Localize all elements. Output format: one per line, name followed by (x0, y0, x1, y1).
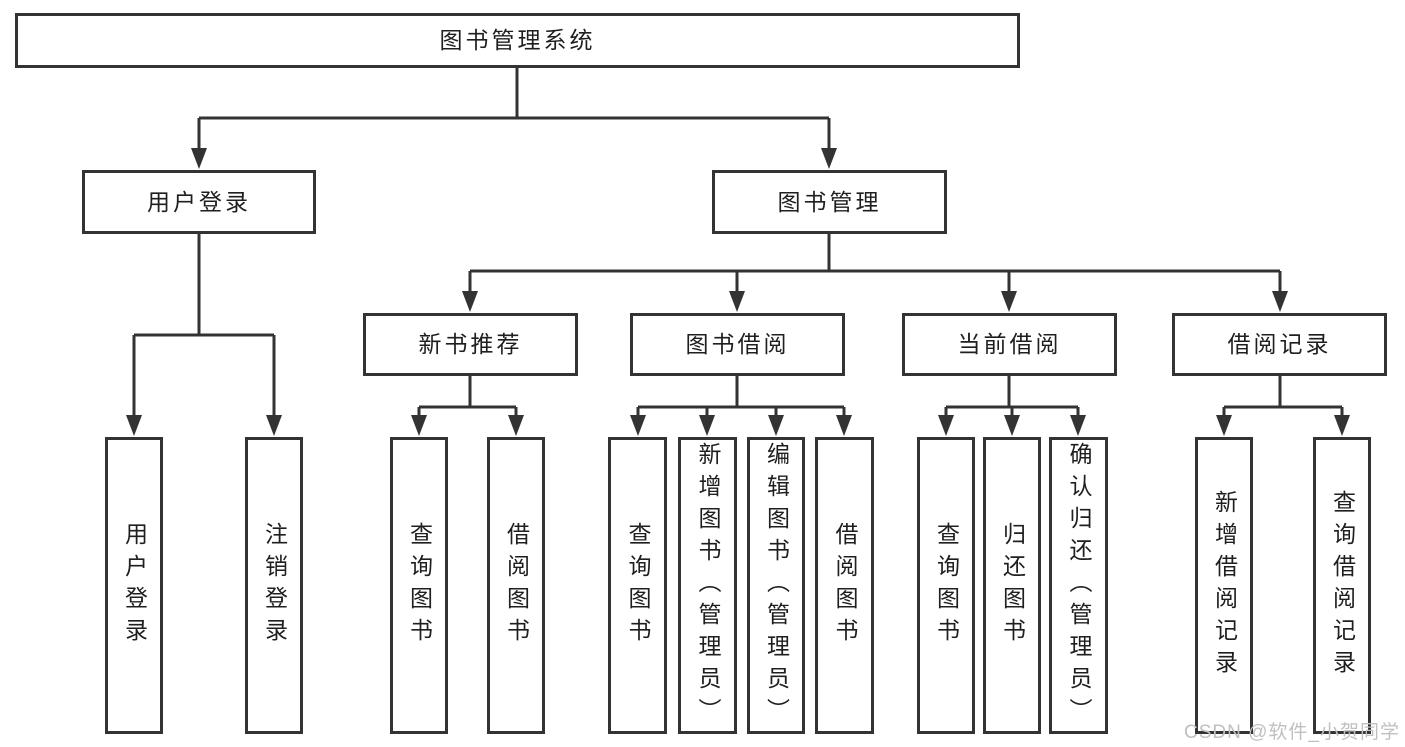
node-label: 借阅图书 (503, 521, 530, 650)
csdn-watermark: CSDN @软件_小贺同学 (1184, 722, 1400, 743)
node-leaf-logout: 注销登录 (245, 437, 303, 734)
node-leaf-query-books-recommend: 查询图书 (390, 437, 448, 734)
node-leaf-query-borrow-record: 查询借阅记录 (1313, 437, 1371, 734)
arrowheads (126, 148, 1350, 436)
node-label: 用户登录 (147, 188, 251, 215)
connector-lines (132, 68, 1344, 419)
node-label: 编辑图书（管理员） (763, 441, 790, 730)
node-label: 新书推荐 (418, 331, 523, 357)
node-leaf-add-borrow-record: 新增借阅记录 (1195, 437, 1253, 734)
node-label: 查询图书 (625, 521, 651, 650)
node-leaf-query-books-current: 查询图书 (917, 437, 975, 734)
node-label: 归还图书 (999, 521, 1026, 650)
node-borrow-records: 借阅记录 (1172, 313, 1387, 376)
node-leaf-edit-book-admin: 编辑图书（管理员） (747, 437, 805, 734)
node-label: 注销登录 (261, 521, 288, 650)
node-leaf-user-login: 用户登录 (105, 437, 163, 734)
node-label: 查询借阅记录 (1329, 489, 1356, 682)
node-leaf-query-books-borrow: 查询图书 (608, 437, 667, 734)
node-label: 用户登录 (121, 521, 148, 650)
node-label: 图书借阅 (685, 331, 790, 357)
node-leaf-borrow-books-borrow: 借阅图书 (815, 437, 874, 734)
node-leaf-confirm-return-admin: 确认归还（管理员） (1049, 437, 1108, 734)
node-leaf-borrow-books-recommend: 借阅图书 (487, 437, 545, 734)
node-label: 查询图书 (406, 521, 433, 650)
node-label: 新增图书（管理员） (695, 441, 721, 730)
node-book-management: 图书管理 (712, 170, 947, 234)
node-label: 借阅图书 (832, 521, 858, 650)
node-leaf-return-book: 归还图书 (983, 437, 1041, 734)
node-leaf-add-book-admin: 新增图书（管理员） (678, 437, 737, 734)
node-label: 图书管理系统 (439, 27, 596, 53)
node-label: 图书管理 (777, 188, 882, 215)
node-user-login: 用户登录 (82, 170, 316, 234)
node-book-management-system: 图书管理系统 (15, 13, 1020, 68)
node-label: 借阅记录 (1227, 331, 1332, 357)
node-new-book-recommend: 新书推荐 (363, 313, 578, 376)
node-label: 当前借阅 (957, 331, 1062, 357)
node-book-borrow: 图书借阅 (630, 313, 845, 376)
node-label: 新增借阅记录 (1211, 489, 1238, 682)
node-label: 查询图书 (933, 521, 960, 650)
node-current-borrow: 当前借阅 (902, 313, 1117, 376)
node-label: 确认归还（管理员） (1066, 441, 1092, 730)
